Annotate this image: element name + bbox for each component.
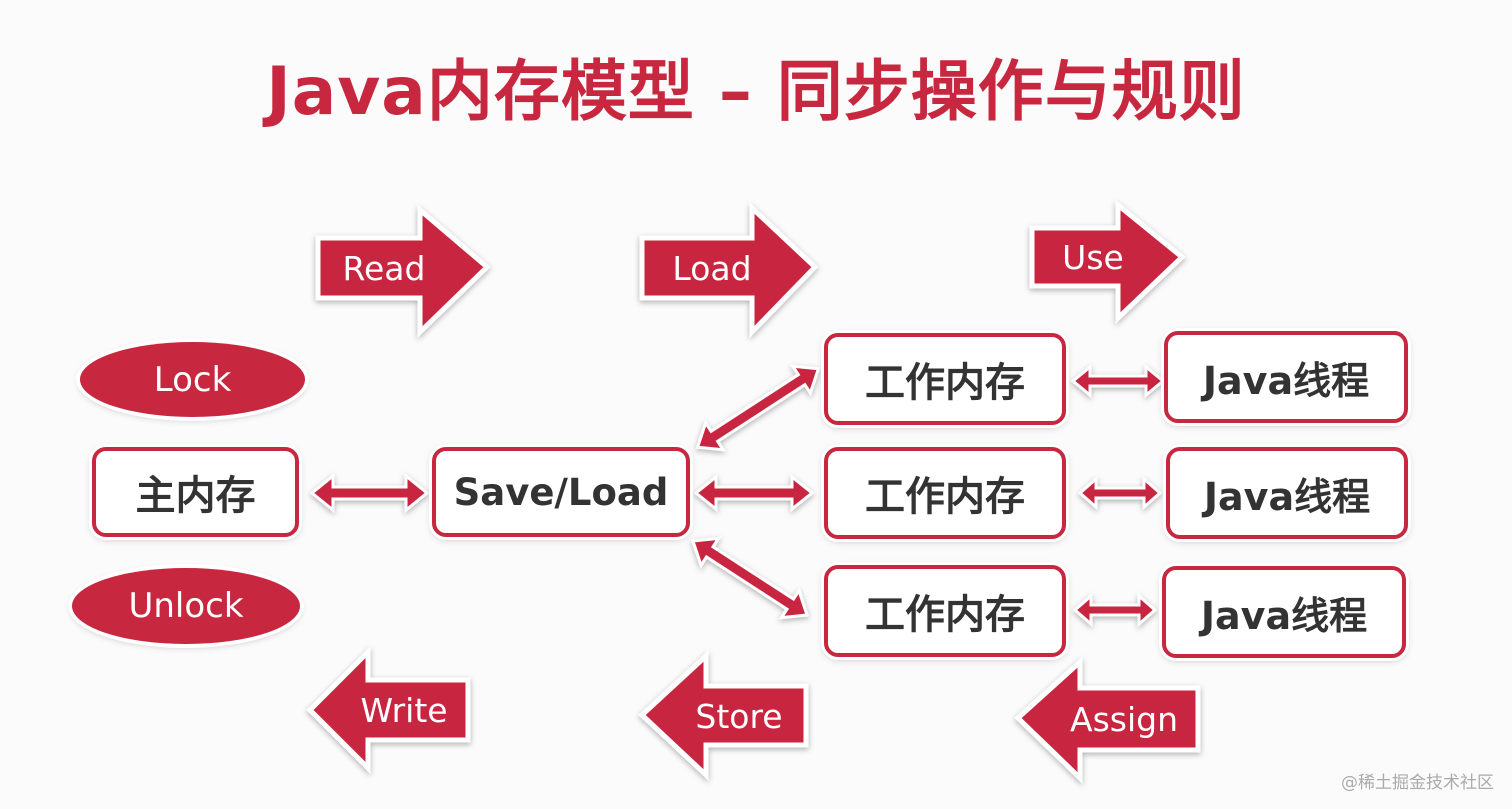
store-label: Store — [695, 696, 783, 736]
java-thread-box-3: Java线程 — [1162, 566, 1406, 658]
saveload-to-wm1-connector — [695, 364, 821, 452]
working-memory-box-1: 工作内存 — [824, 333, 1066, 425]
use-label: Use — [1062, 237, 1124, 277]
main-memory-box: 主内存 — [92, 447, 299, 537]
saveload-to-wm3-connector — [690, 536, 810, 620]
load-arrow — [639, 202, 819, 339]
read-label: Read — [342, 248, 426, 288]
wm1-to-thread1-connector — [1070, 363, 1166, 399]
store-arrow — [638, 650, 809, 781]
working-memory-box-2: 工作内存 — [824, 447, 1066, 539]
use-arrow — [1029, 199, 1186, 324]
working-memory-box-3: 工作内存 — [824, 565, 1066, 657]
write-label: Write — [360, 690, 448, 730]
wm2-to-thread2-connector — [1077, 475, 1163, 511]
lock-ellipse: Lock — [80, 342, 305, 417]
read-arrow — [315, 204, 491, 338]
assign-label: Assign — [1070, 699, 1178, 739]
load-label: Load — [672, 248, 752, 288]
main-to-saveload-connector — [309, 472, 430, 514]
watermark: @稀土掘金技术社区 — [1341, 773, 1494, 793]
unlock-ellipse: Unlock — [72, 568, 300, 644]
page-title: Java内存模型 – 同步操作与规则 — [266, 53, 1246, 130]
java-thread-box-2: Java线程 — [1166, 447, 1408, 539]
assign-arrow — [1014, 656, 1201, 784]
saveload-to-wm2-connector — [693, 473, 815, 513]
write-arrow — [306, 645, 471, 775]
wm3-to-thread3-connector — [1072, 592, 1158, 628]
save-load-box: Save/Load — [432, 447, 690, 537]
java-thread-box-1: Java线程 — [1164, 331, 1408, 423]
